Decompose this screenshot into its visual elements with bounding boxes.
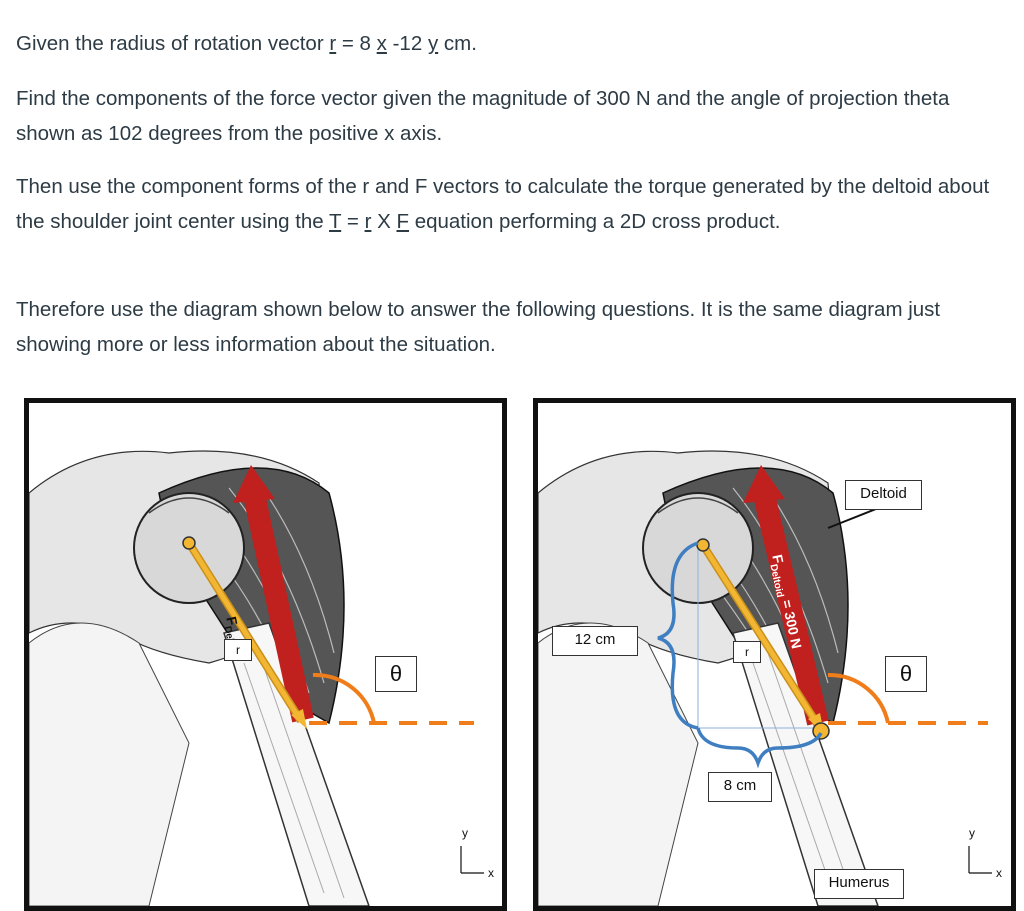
shoulder-drawing-left bbox=[29, 450, 484, 906]
r-label: r bbox=[224, 639, 252, 661]
y-unit-symbol: y bbox=[427, 32, 439, 55]
deltoid-label: Deltoid bbox=[845, 480, 922, 510]
r-vector-symbol: r bbox=[329, 32, 337, 55]
theta-box: θ bbox=[885, 656, 927, 692]
dimension-8cm-label: 8 cm bbox=[708, 772, 772, 802]
shoulder-drawing-right bbox=[538, 450, 992, 906]
axis-x-label: x bbox=[488, 866, 494, 880]
r-label: r bbox=[733, 641, 761, 663]
r-symbol: r bbox=[364, 210, 372, 233]
axis-x-label: x bbox=[996, 866, 1002, 880]
diagram-left: FDeltoid r θ y x bbox=[24, 398, 507, 911]
axis-y-label: y bbox=[969, 826, 975, 840]
question-paragraph-3: Then use the component forms of the r an… bbox=[16, 175, 990, 233]
question-line-1: Given the radius of rotation vector r = … bbox=[16, 32, 477, 55]
humerus-label: Humerus bbox=[814, 869, 904, 899]
dimension-12cm-label: 12 cm bbox=[552, 626, 638, 656]
f-symbol: F bbox=[396, 210, 409, 233]
axis-y-label: y bbox=[462, 826, 468, 840]
theta-box: θ bbox=[375, 656, 417, 692]
x-unit-symbol: x bbox=[376, 32, 387, 55]
torque-symbol: T bbox=[329, 210, 342, 233]
question-paragraph-4: Therefore use the diagram shown below to… bbox=[16, 298, 941, 356]
question-paragraph-2: Find the components of the force vector … bbox=[16, 87, 950, 145]
diagram-right: Deltoid FDeltoid = 300 N r 12 cm 8 cm θ … bbox=[533, 398, 1016, 911]
